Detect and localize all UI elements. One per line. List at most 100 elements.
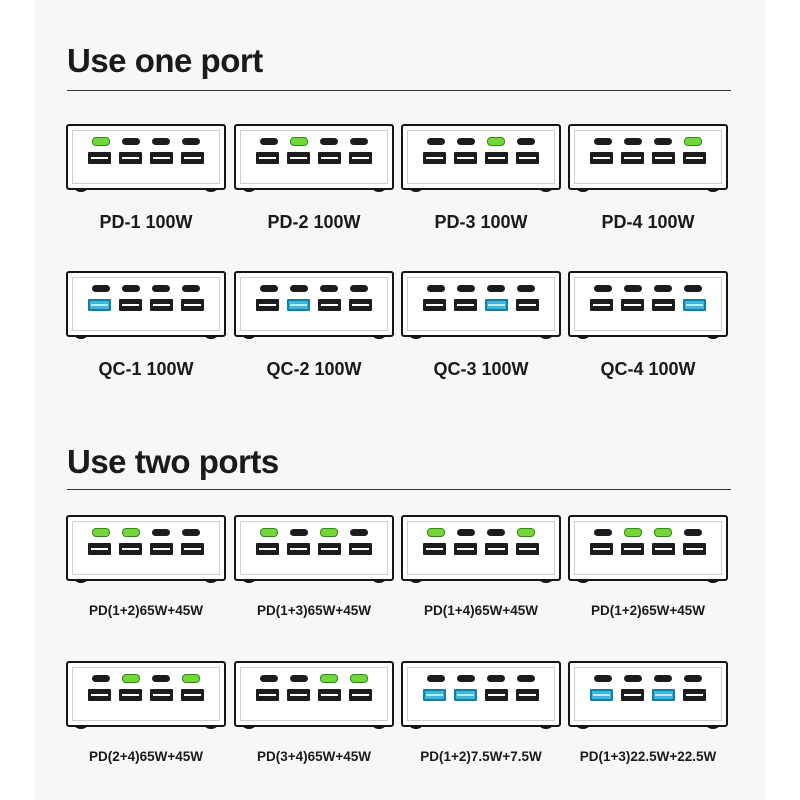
usb-a-port-row bbox=[423, 689, 539, 701]
usb-a-port bbox=[516, 543, 539, 555]
usb-a-port-row bbox=[256, 299, 372, 311]
port-config-item: PD(1+4)65W+45W bbox=[400, 515, 562, 618]
usb-c-port bbox=[487, 529, 505, 536]
usb-a-port bbox=[423, 152, 446, 164]
usb-c-port bbox=[320, 285, 338, 292]
usb-c-port-row bbox=[590, 137, 706, 146]
usb-c-port-row bbox=[590, 675, 706, 682]
usb-c-port-row bbox=[590, 285, 706, 292]
port-config-item: QC-1 100W bbox=[65, 271, 227, 380]
port-config-label: PD(1+2)65W+45W bbox=[590, 603, 706, 618]
usb-c-port bbox=[350, 285, 368, 292]
usb-c-port bbox=[290, 285, 308, 292]
usb-c-port bbox=[152, 529, 170, 536]
usb-a-port bbox=[454, 152, 477, 164]
usb-a-port bbox=[318, 689, 341, 701]
usb-a-port bbox=[256, 152, 279, 164]
usb-a-port bbox=[516, 152, 539, 164]
usb-c-port-row bbox=[88, 528, 204, 537]
usb-a-port-row bbox=[590, 543, 706, 555]
usb-a-port bbox=[318, 152, 341, 164]
usb-a-port bbox=[423, 299, 446, 311]
port-config-item: PD(1+2)65W+45W bbox=[65, 515, 227, 618]
usb-a-port bbox=[683, 689, 706, 701]
usb-a-port-active bbox=[287, 299, 310, 311]
port-config-item: PD-1 100W bbox=[65, 124, 227, 233]
usb-c-port bbox=[594, 285, 612, 292]
usb-c-port bbox=[457, 529, 475, 536]
port-config-label: QC-2 100W bbox=[266, 359, 362, 379]
usb-c-port bbox=[654, 285, 672, 292]
usb-c-port-row bbox=[256, 285, 372, 292]
usb-c-port-active bbox=[92, 137, 110, 146]
usb-c-port bbox=[290, 529, 308, 536]
usb-a-port bbox=[150, 543, 173, 555]
usb-a-port bbox=[349, 543, 372, 555]
usb-c-port bbox=[684, 529, 702, 536]
port-config-item: PD-3 100W bbox=[400, 124, 562, 233]
usb-c-port-active bbox=[624, 528, 642, 537]
usb-c-port bbox=[684, 675, 702, 682]
usb-c-port-row bbox=[590, 528, 706, 537]
usb-c-port bbox=[427, 138, 445, 145]
usb-c-port bbox=[350, 529, 368, 536]
port-config-label: PD-4 100W bbox=[601, 212, 695, 232]
port-config-item: PD(3+4)65W+45W bbox=[233, 661, 395, 764]
charger-illustration bbox=[401, 271, 561, 341]
usb-a-port bbox=[119, 152, 142, 164]
usb-a-port-row bbox=[88, 152, 204, 164]
usb-a-port bbox=[621, 689, 644, 701]
section-title-one-port: Use one port bbox=[67, 42, 263, 79]
charger-illustration bbox=[568, 661, 728, 731]
charger-illustration bbox=[66, 271, 226, 341]
usb-c-port bbox=[457, 285, 475, 292]
port-config-label: PD(1+2)65W+45W bbox=[88, 603, 204, 618]
usb-c-port bbox=[684, 285, 702, 292]
usb-a-port bbox=[150, 299, 173, 311]
usb-c-port bbox=[594, 138, 612, 145]
usb-a-port bbox=[119, 543, 142, 555]
port-config-item: PD(1+2)65W+45W bbox=[567, 515, 729, 618]
charger-illustration bbox=[401, 661, 561, 731]
usb-a-port bbox=[621, 152, 644, 164]
usb-c-port bbox=[182, 529, 200, 536]
usb-a-port-active bbox=[652, 689, 675, 701]
port-config-label: PD(1+3)65W+45W bbox=[256, 603, 372, 618]
usb-a-port-row bbox=[256, 152, 372, 164]
usb-c-port-row bbox=[423, 528, 539, 537]
charger-illustration bbox=[234, 661, 394, 731]
usb-a-port bbox=[181, 689, 204, 701]
usb-a-port bbox=[516, 689, 539, 701]
usb-c-port-row bbox=[256, 528, 372, 537]
usb-a-port bbox=[485, 689, 508, 701]
usb-a-port bbox=[349, 689, 372, 701]
usb-a-port-row bbox=[590, 689, 706, 701]
usb-a-port-row bbox=[423, 152, 539, 164]
usb-a-port bbox=[318, 543, 341, 555]
usb-a-port bbox=[621, 543, 644, 555]
usb-a-port bbox=[485, 543, 508, 555]
usb-c-port-row bbox=[256, 137, 372, 146]
usb-a-port bbox=[652, 299, 675, 311]
usb-c-port bbox=[594, 529, 612, 536]
usb-a-port bbox=[256, 543, 279, 555]
usb-c-port bbox=[92, 675, 110, 682]
charger-illustration bbox=[568, 271, 728, 341]
port-config-label: QC-4 100W bbox=[600, 359, 696, 379]
usb-a-port bbox=[349, 299, 372, 311]
usb-a-port bbox=[516, 299, 539, 311]
usb-c-port bbox=[152, 138, 170, 145]
charger-illustration bbox=[568, 124, 728, 194]
usb-a-port bbox=[349, 152, 372, 164]
usb-c-port bbox=[152, 675, 170, 682]
usb-a-port-row bbox=[88, 543, 204, 555]
usb-a-port bbox=[590, 543, 613, 555]
usb-c-port-row bbox=[423, 285, 539, 292]
port-config-label: PD(3+4)65W+45W bbox=[256, 749, 372, 764]
usb-a-port-row bbox=[423, 299, 539, 311]
usb-a-port bbox=[119, 689, 142, 701]
usb-a-port-active bbox=[454, 689, 477, 701]
usb-a-port bbox=[621, 299, 644, 311]
usb-a-port bbox=[150, 689, 173, 701]
usb-a-port bbox=[287, 152, 310, 164]
